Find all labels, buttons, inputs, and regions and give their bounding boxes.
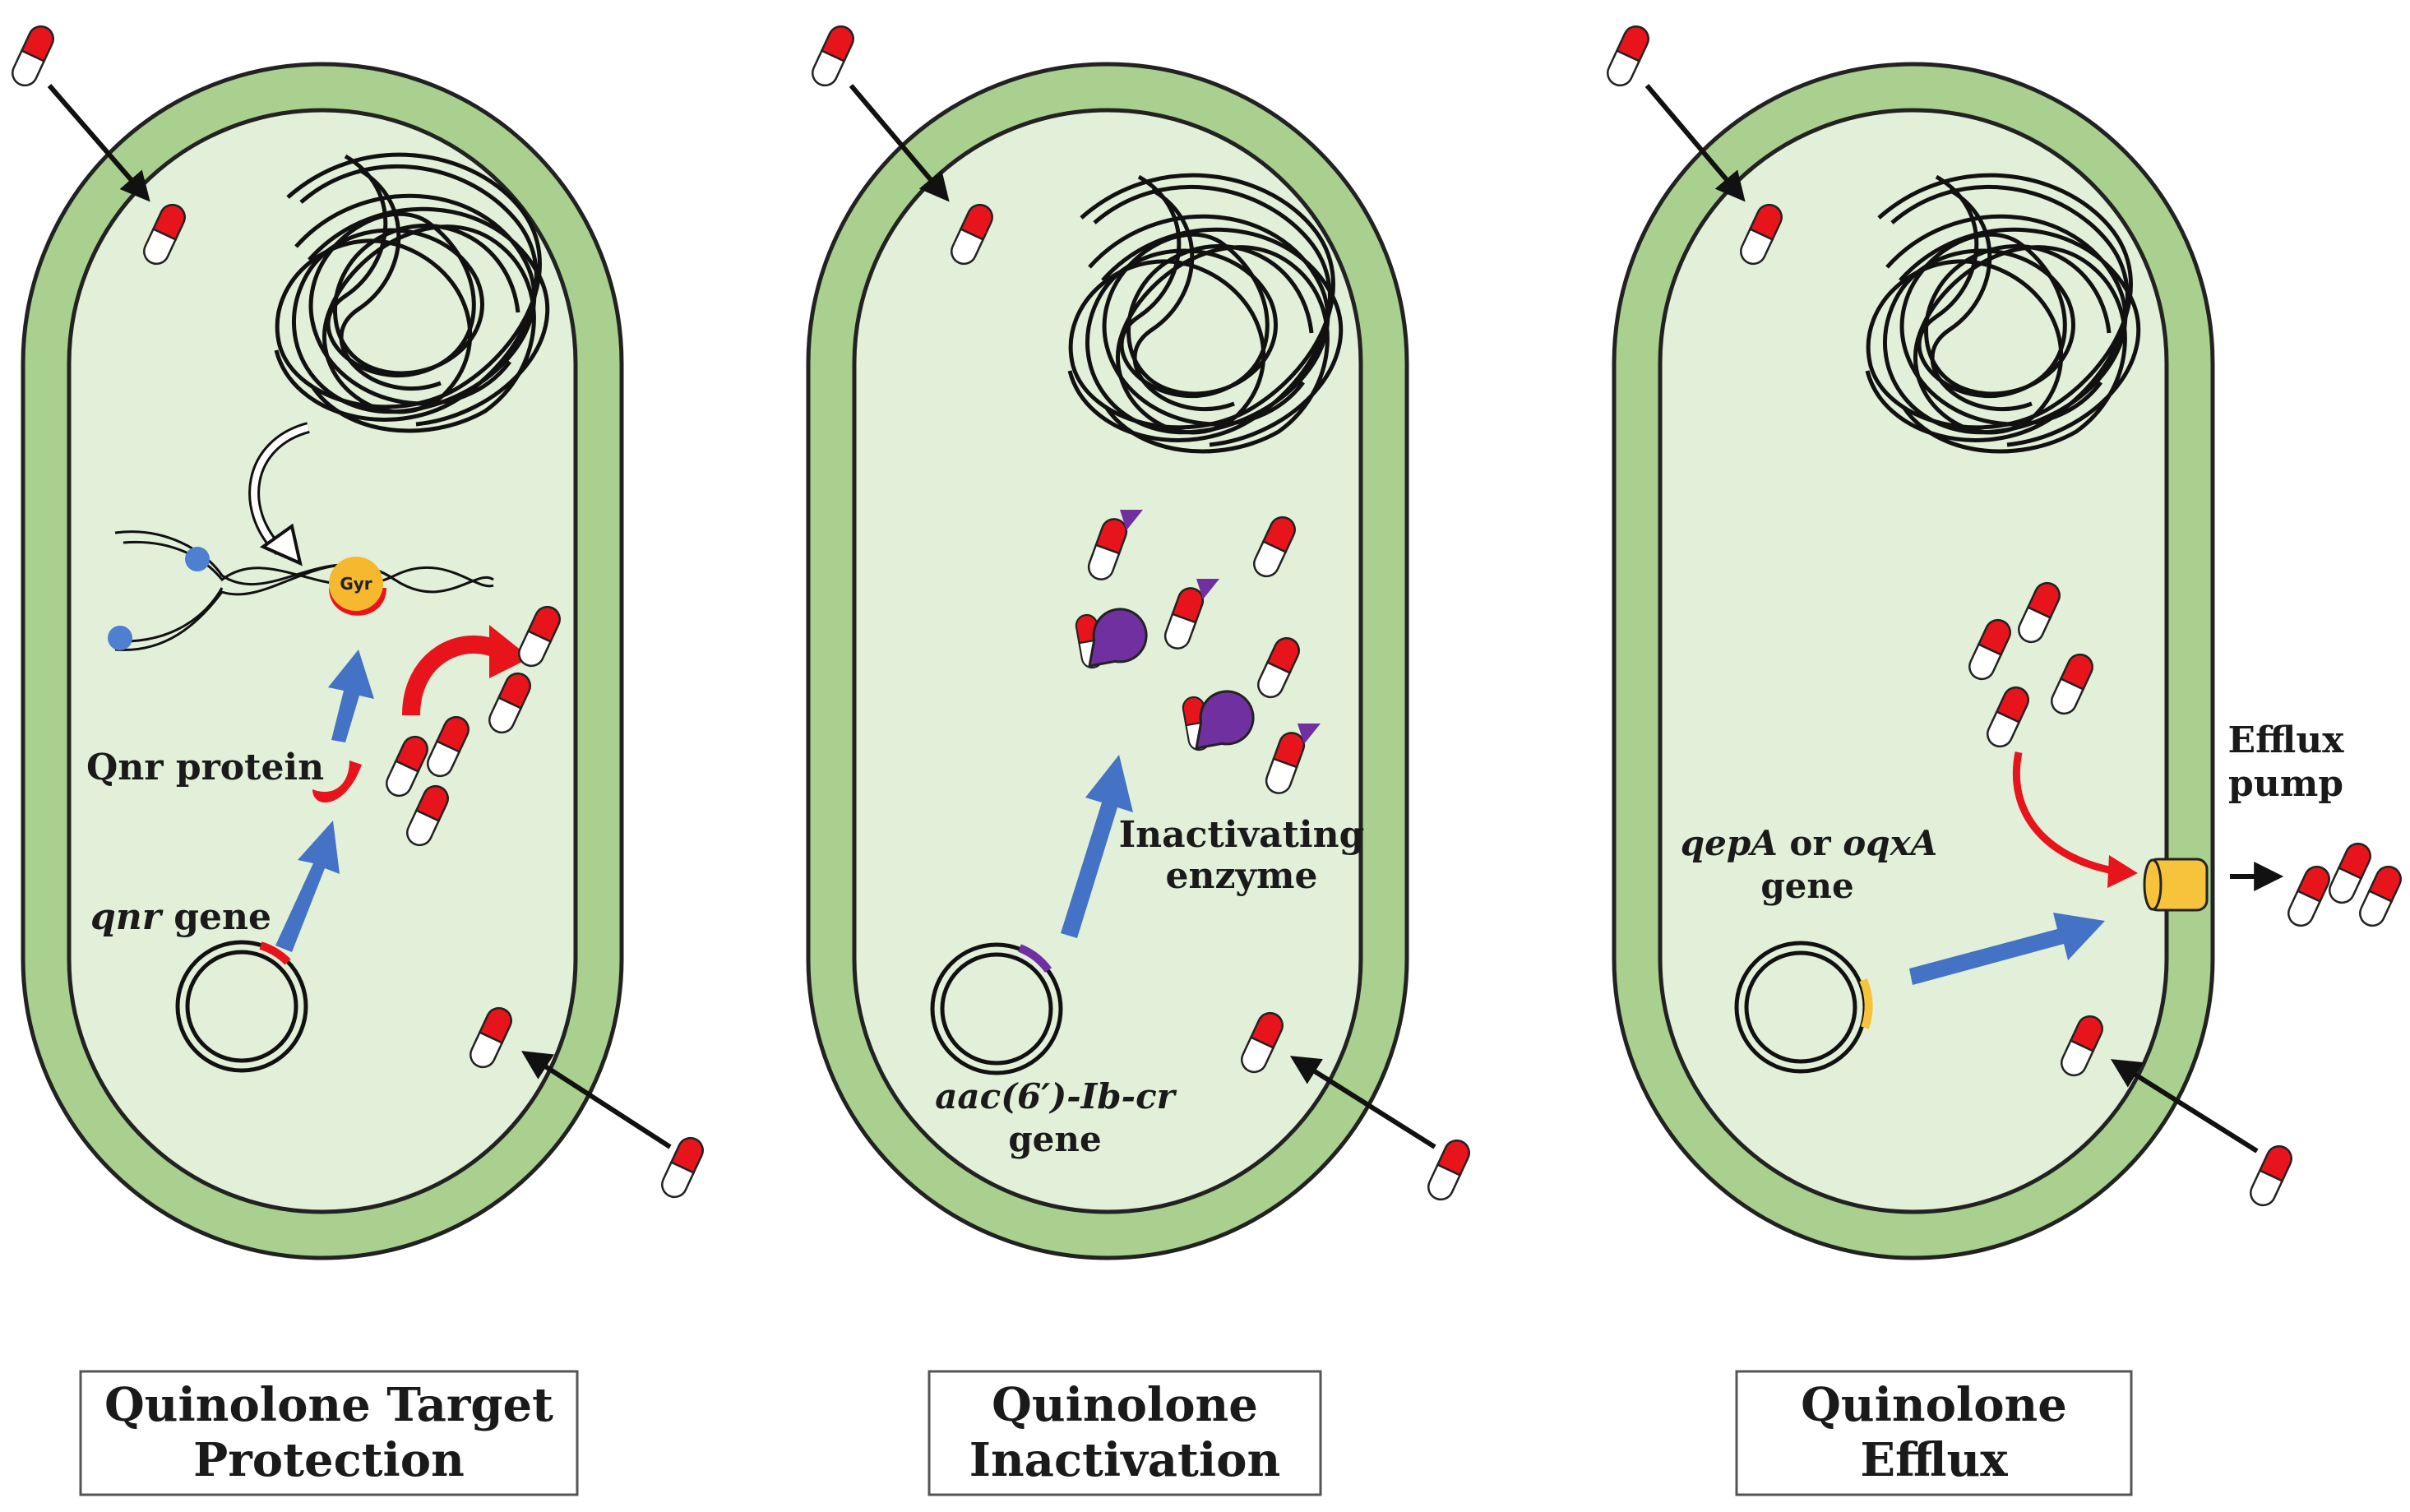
- entry-arrow: [1644, 84, 1746, 202]
- drug-pill: [7, 21, 58, 91]
- caption-title-line1: Quinolone: [1801, 1378, 2067, 1432]
- gyr-label: Gyr: [340, 574, 372, 594]
- gyrase: [329, 557, 383, 611]
- pump-label-line1: Efflux: [2228, 719, 2345, 761]
- caption-title-line1: Quinolone Target: [104, 1378, 553, 1432]
- aac-gene-segment: [1018, 944, 1052, 973]
- caption-title-line2: Protection: [193, 1433, 465, 1487]
- red-arrow-head: [489, 625, 530, 678]
- panel-efflux: Efflux pump qepA or oqxA gene Quinolone …: [1603, 21, 2406, 1496]
- cytoplasm: [67, 108, 578, 1214]
- enzyme-label-line1: Inactivating: [1119, 814, 1365, 856]
- aac-gene-label-line2: gene: [1008, 1119, 1101, 1159]
- acetyl-tag: [1196, 579, 1219, 599]
- aac-gene-label-line1: aac(6′)-Ib-cr: [935, 1076, 1177, 1117]
- qnr-protein: [312, 761, 362, 803]
- entry-arrow: [1289, 1056, 1436, 1149]
- caption-box: [79, 1370, 579, 1496]
- panel-inactivation: Inactivating enzyme aac(6′)-Ib-cr gene Q…: [806, 21, 1474, 1496]
- efflux-gene-label-line1: qepA or oqxA: [1681, 823, 1937, 863]
- blue-arrow: [1909, 913, 2105, 985]
- acetyl-tag: [1298, 724, 1321, 744]
- entry-arrow: [520, 1051, 672, 1149]
- entry-arrow: [47, 84, 150, 202]
- caption-box: [1735, 1370, 2133, 1496]
- drug-pill: [2246, 1140, 2297, 1211]
- panel-target-protection: Gyr Qnr protein qnr gene Quinolone Targe…: [7, 21, 708, 1496]
- qnr-gene-segment: [259, 941, 291, 965]
- efflux-gene-label-line2: gene: [1760, 866, 1853, 906]
- qnr-gene-label: qnr gene: [90, 896, 271, 938]
- efflux-gene-segment: [1859, 978, 1873, 1029]
- curved-arrow-head: [259, 523, 303, 566]
- red-curved-arrow: [2012, 751, 2118, 876]
- enzyme-label-line2: enzyme: [1165, 855, 1317, 897]
- caption-title-line2: Inactivation: [969, 1433, 1280, 1487]
- qnr-protein-label: Qnr protein: [86, 747, 324, 788]
- entry-arrow: [849, 84, 950, 202]
- blue-arrow: [1061, 755, 1133, 938]
- dna-dot-blue: [185, 547, 210, 571]
- blue-arrow: [328, 650, 374, 742]
- dna-dot-blue: [108, 626, 132, 650]
- drug-pill: [807, 21, 858, 91]
- drug-pill: [2283, 861, 2334, 932]
- acetyl-tag: [1120, 510, 1143, 530]
- inactivating-enzyme: [1073, 608, 1148, 671]
- curved-arrow-inner: [251, 424, 310, 553]
- caption-title-line2: Efflux: [1860, 1433, 2008, 1487]
- pump-label-line2: pump: [2228, 763, 2343, 805]
- efflux-pump: [2143, 858, 2209, 912]
- inactivating-enzyme: [1180, 690, 1255, 753]
- red-arrow-head: [2107, 855, 2138, 888]
- drug-pill: [1603, 21, 1654, 91]
- red-curved-arrow: [402, 635, 502, 716]
- blue-arrow: [275, 821, 340, 952]
- caption-box: [927, 1370, 1322, 1496]
- entry-arrow: [2110, 1059, 2259, 1154]
- caption-title-line1: Quinolone: [992, 1378, 1258, 1432]
